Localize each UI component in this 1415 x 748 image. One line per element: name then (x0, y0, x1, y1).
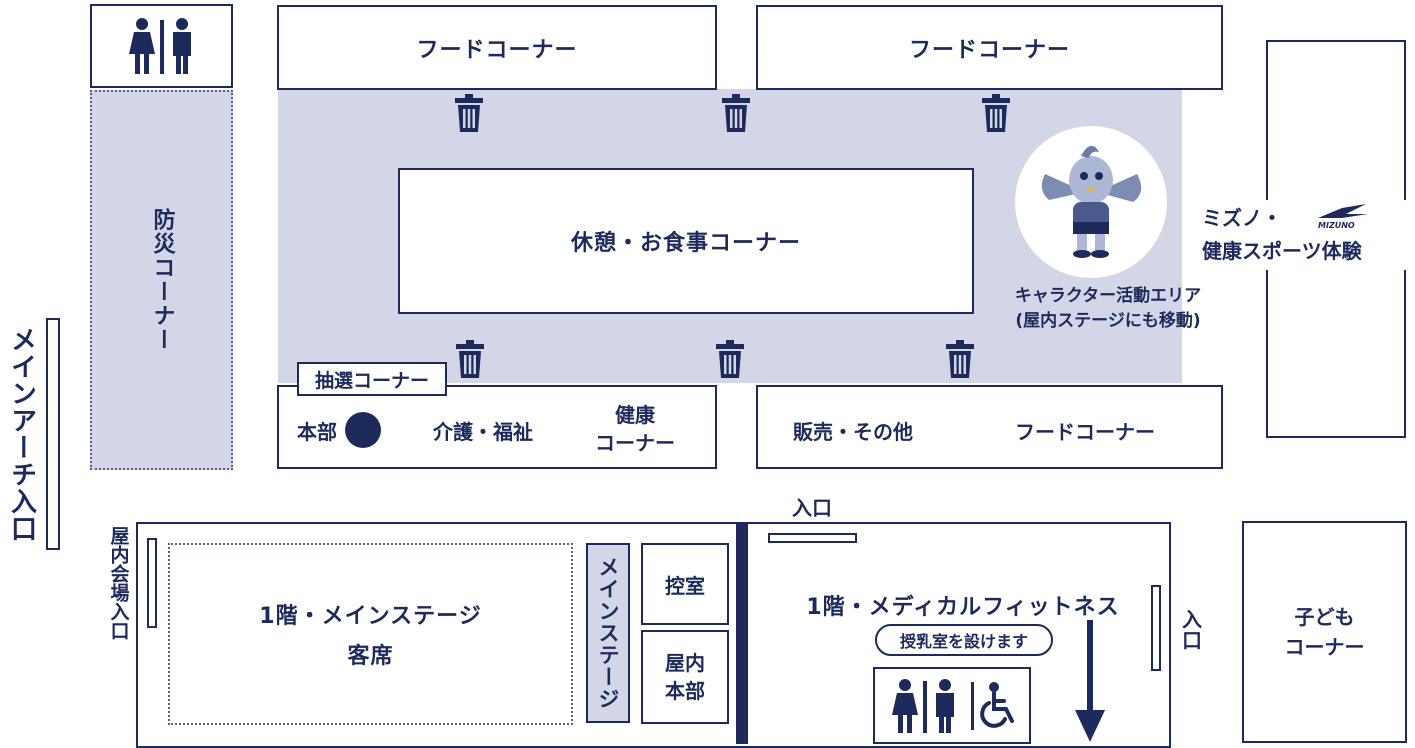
main-arch-entrance-marker (46, 318, 60, 550)
headquarters-label: 本部 (297, 419, 337, 444)
health-corner-label: 健康 コーナー (595, 403, 675, 455)
indoor-venue-entrance-label: 屋内会場入口 (107, 526, 130, 640)
entrance-right-marker (1151, 585, 1161, 671)
food-corner-top-left-label: フードコーナー (416, 37, 578, 63)
wheelchair-icon (979, 681, 1020, 731)
entrance-middle-label: 入口 (792, 495, 832, 520)
main-stage: メインステージ (586, 543, 630, 723)
lottery-corner-label: 抽選コーナー (314, 369, 429, 392)
care-welfare-label: 介護・福祉 (433, 419, 533, 444)
disaster-corner-label: 防災コーナー (149, 208, 175, 352)
food-corner-top-left: フードコーナー (277, 5, 717, 90)
indoor-venue-entrance-label-wrap: 屋内会場入口 (104, 508, 134, 658)
main-stage-label: メインステージ (596, 556, 620, 710)
entrance-middle: 入口 (782, 490, 842, 522)
venue-divider-wall (736, 524, 748, 744)
entrance-right: 入口 (1176, 598, 1206, 662)
nursing-room-label: 授乳室を設けます (899, 632, 1028, 651)
entrance-middle-marker (768, 533, 857, 543)
restroom-icon (126, 16, 198, 76)
entrance-right-label: 入口 (1178, 609, 1203, 651)
mizuno-label: ミズノ・ MIZUNO 健康スポーツ体験 (1190, 200, 1415, 270)
trash-can-icon (982, 94, 1010, 132)
character-area-line1: キャラクター活動エリア (1014, 286, 1202, 306)
indoor-hq-label: 屋内 本部 (665, 651, 705, 703)
food-corner-bottom: フードコーナー (990, 410, 1180, 450)
sales-other-label: 販売・その他 (793, 419, 913, 444)
control-room: 控室 (641, 543, 729, 625)
kids-corner-label: 子ども コーナー (1284, 605, 1365, 659)
mascot-character-icon (1015, 126, 1167, 278)
headquarters-dot-icon (345, 412, 381, 448)
booth-row-right (756, 385, 1223, 469)
mizuno-line1: ミズノ・ (1202, 205, 1282, 230)
lottery-corner: 抽選コーナー (297, 362, 447, 396)
trash-can-icon (946, 340, 974, 378)
trash-can-icon (716, 340, 744, 378)
main-arch-entrance-label-wrap: メインアーチ入口 (2, 316, 42, 552)
food-corner-bottom-label: フードコーナー (1015, 419, 1155, 444)
disaster-corner: 防災コーナー (90, 90, 233, 470)
character-area: キャラクター活動エリア (屋内ステージにも移動) (978, 282, 1238, 336)
rest-dining-corner: 休憩・お食事コーナー (398, 168, 974, 314)
food-corner-top-right: フードコーナー (756, 5, 1223, 90)
trash-can-icon (722, 94, 750, 132)
indoor-venue-entrance-marker (147, 538, 157, 628)
control-room-label: 控室 (665, 573, 705, 598)
care-welfare: 介護・福祉 (418, 410, 548, 450)
restroom-icon (885, 677, 965, 735)
trash-can-icon (455, 94, 483, 132)
health-corner: 健康 コーナー (575, 398, 695, 460)
trash-can-icon (456, 340, 484, 378)
arrow-down-icon (1073, 620, 1107, 744)
food-corner-top-right-label: フードコーナー (908, 37, 1070, 63)
restroom-top-left (90, 4, 233, 88)
sales-other: 販売・その他 (778, 410, 928, 450)
nursing-room: 授乳室を設けます (875, 624, 1053, 656)
kids-corner: 子ども コーナー (1242, 521, 1407, 743)
headquarters: 本部 (284, 410, 394, 450)
main-arch-entrance-label: メインアーチ入口 (6, 326, 37, 542)
medical-fitness-label: 1階・メディカルフィットネス (806, 595, 1120, 620)
mizuno-logo-icon: MIZUNO (1312, 202, 1372, 230)
mizuno-logo-text: MIZUNO (1318, 221, 1355, 230)
main-stage-seats-line1: 1階・メインステージ (259, 604, 482, 629)
indoor-headquarters: 屋内 本部 (641, 630, 729, 724)
medical-fitness: 1階・メディカルフィットネス (760, 588, 1166, 622)
main-stage-seats: 1階・メインステージ 客席 (168, 543, 573, 725)
character-area-line2: (屋内ステージにも移動) (1015, 311, 1201, 331)
rest-dining-label: 休憩・お食事コーナー (570, 231, 801, 256)
main-stage-seats-line2: 客席 (347, 644, 394, 669)
mizuno-line2: 健康スポーツ体験 (1202, 238, 1362, 263)
restroom-accessible (873, 667, 1031, 744)
